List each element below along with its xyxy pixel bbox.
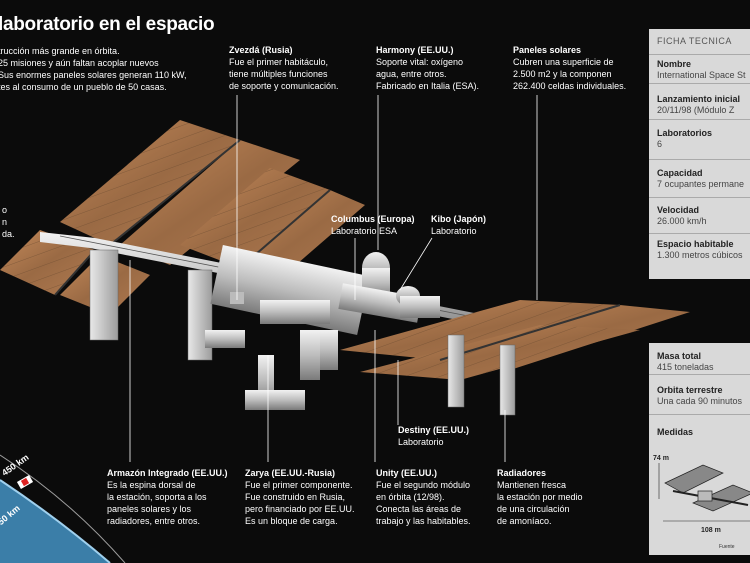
callout-line: de soporte y comunicación. [229, 81, 339, 91]
callout-line: Laboratorio ESA [331, 226, 398, 236]
intro-line: tes al consumo de un pueblo de 50 casas. [0, 82, 167, 92]
ficha-tecnica-panel: FICHA TECNICA Nombre International Space… [649, 29, 750, 279]
ficha-row: Lanzamiento inicial 20/11/98 (Módulo Z [649, 84, 750, 120]
ficha-row: Nombre International Space St [649, 55, 750, 84]
ficha-value: 1.300 metros cúbicos [657, 250, 743, 260]
callout-line: Laboratorio [398, 437, 444, 447]
ficha-key: Lanzamiento inicial [657, 94, 741, 104]
callout-line: de una circulación [497, 504, 570, 514]
callout-zvezda: Zvezdá (Rusia) Fue el primer habitáculo,… [229, 44, 339, 92]
ficha-value: 7 ocupantes permane [657, 179, 745, 189]
station-modules [205, 245, 440, 410]
callout-title: Zarya (EE.UU.-Rusia) [245, 468, 336, 478]
callout-line: Laboratorio [431, 226, 477, 236]
dim-width-label: 108 m [701, 527, 721, 534]
dim-height-label: 74 m [653, 455, 669, 462]
callout-line: Fue construido en Rusia, [245, 492, 346, 502]
ficha-key: Espacio habitable [657, 239, 734, 249]
page-title: laboratorio en el espacio [0, 14, 215, 35]
left-fragment-line: o [2, 205, 8, 215]
ficha-key: Masa total [657, 351, 702, 361]
callout-line: Fabricado en Italia (ESA). [376, 81, 480, 91]
left-fragment-line: n [2, 217, 8, 227]
callout-unity: Unity (EE.UU.) Fue el segundo módulo en … [376, 467, 471, 527]
callout-armazon: Armazón Integrado (EE.UU.) Es la espina … [107, 467, 228, 527]
ficha-key: Capacidad [657, 168, 703, 178]
callout-line: radiadores, entre otros. [107, 516, 201, 526]
callout-line: Soporte vital: oxígeno [376, 57, 464, 67]
intro-line: Sus enormes paneles solares generan 110 … [0, 70, 187, 80]
ficha-value: 26.000 km/h [657, 216, 707, 226]
orbit-marker-icon [16, 475, 34, 489]
callout-line: Fue el segundo módulo [376, 480, 471, 490]
callout-line: Fue el primer componente. [245, 480, 353, 490]
callout-harmony: Harmony (EE.UU.) Soporte vital: oxígeno … [376, 44, 479, 92]
callout-line: Es la espina dorsal de [107, 480, 196, 490]
callout-title: Columbus (Europa) [331, 214, 415, 224]
callout-line: en órbita (12/98). [376, 492, 445, 502]
callout-line: de amoníaco. [497, 516, 552, 526]
source-label: Fuente [719, 544, 735, 550]
ficha-header: FICHA TECNICA [649, 29, 750, 55]
callout-title: Armazón Integrado (EE.UU.) [107, 468, 228, 478]
ficha-key: Velocidad [657, 205, 700, 215]
callout-title: Unity (EE.UU.) [376, 468, 438, 478]
intro-line: 25 misiones y aún faltan acoplar nuevos [0, 58, 159, 68]
ficha-row: Orbita terrestre Una cada 90 minutos [649, 375, 750, 415]
callout-line: Fue el primer habitáculo, [229, 57, 329, 67]
callout-line: 262.400 celdas individuales. [513, 81, 627, 91]
ficha-row: Masa total 415 toneladas [649, 343, 750, 375]
medidas-label: Medidas [657, 427, 694, 437]
ficha-value: 20/11/98 (Módulo Z [657, 105, 735, 115]
ficha-dimensions-panel: Masa total 415 toneladas Orbita terrestr… [649, 343, 750, 555]
callout-title: Destiny (EE.UU.) [398, 425, 470, 435]
ficha-row: Capacidad 7 ocupantes permane [649, 160, 750, 198]
callout-line: la estación por medio [497, 492, 583, 502]
callout-radiadores: Radiadores Mantienen fresca la estación … [497, 467, 583, 527]
ficha-key: Laboratorios [657, 128, 713, 138]
solar-panels-left [0, 120, 365, 315]
callout-kibo: Kibo (Japón) Laboratorio [431, 213, 486, 237]
callout-line: trabajo y las habitables. [376, 516, 471, 526]
callout-line: Es un bloque de carga. [245, 516, 338, 526]
ficha-value: 415 toneladas [657, 362, 714, 372]
callout-line: paneles solares y los [107, 504, 192, 514]
ficha-value: Una cada 90 minutos [657, 396, 743, 406]
callout-paneles: Paneles solares Cubren una superficie de… [513, 44, 626, 92]
callout-line: Conecta las áreas de [376, 504, 462, 514]
radiators-left [89, 249, 213, 361]
callout-title: Radiadores [497, 468, 547, 478]
left-fragment-line: da. [2, 229, 15, 239]
leader-lines [129, 95, 538, 462]
ficha-row: Espacio habitable 1.300 metros cúbicos [649, 234, 750, 268]
callout-destiny: Destiny (EE.UU.) Laboratorio [398, 424, 469, 448]
left-fragment-text: o n da. [2, 204, 15, 240]
earth-horizon [0, 454, 126, 563]
callout-line: Mantienen fresca [497, 480, 567, 490]
ficha-value: 6 [657, 139, 663, 149]
callout-line: la estación, soporta a los [107, 492, 207, 502]
callout-line: Cubren una superficie de [513, 57, 614, 67]
intro-line: trucción más grande en órbita. [0, 46, 120, 56]
radiators-right [447, 334, 516, 416]
callout-line: pero financiado por EE.UU. [245, 504, 355, 514]
ficha-row: Laboratorios 6 [649, 120, 750, 160]
intro-text: trucción más grande en órbita. 25 mision… [0, 45, 198, 93]
callout-title: Kibo (Japón) [431, 214, 486, 224]
medidas-diagram [658, 463, 750, 522]
callout-title: Zvezdá (Rusia) [229, 45, 293, 55]
callout-title: Paneles solares [513, 45, 582, 55]
callout-title: Harmony (EE.UU.) [376, 45, 454, 55]
ficha-value: International Space St [657, 70, 746, 80]
callout-line: agua, entre otros. [376, 69, 447, 79]
ficha-row: Velocidad 26.000 km/h [649, 198, 750, 234]
callout-line: 2.500 m2 y la componen [513, 69, 612, 79]
callout-zarya: Zarya (EE.UU.-Rusia) Fue el primer compo… [245, 467, 355, 527]
callout-line: tiene múltiples funciones [229, 69, 328, 79]
ficha-key: Nombre [657, 59, 692, 69]
ficha-key: Orbita terrestre [657, 385, 723, 395]
callout-columbus: Columbus (Europa) Laboratorio ESA [331, 213, 415, 237]
